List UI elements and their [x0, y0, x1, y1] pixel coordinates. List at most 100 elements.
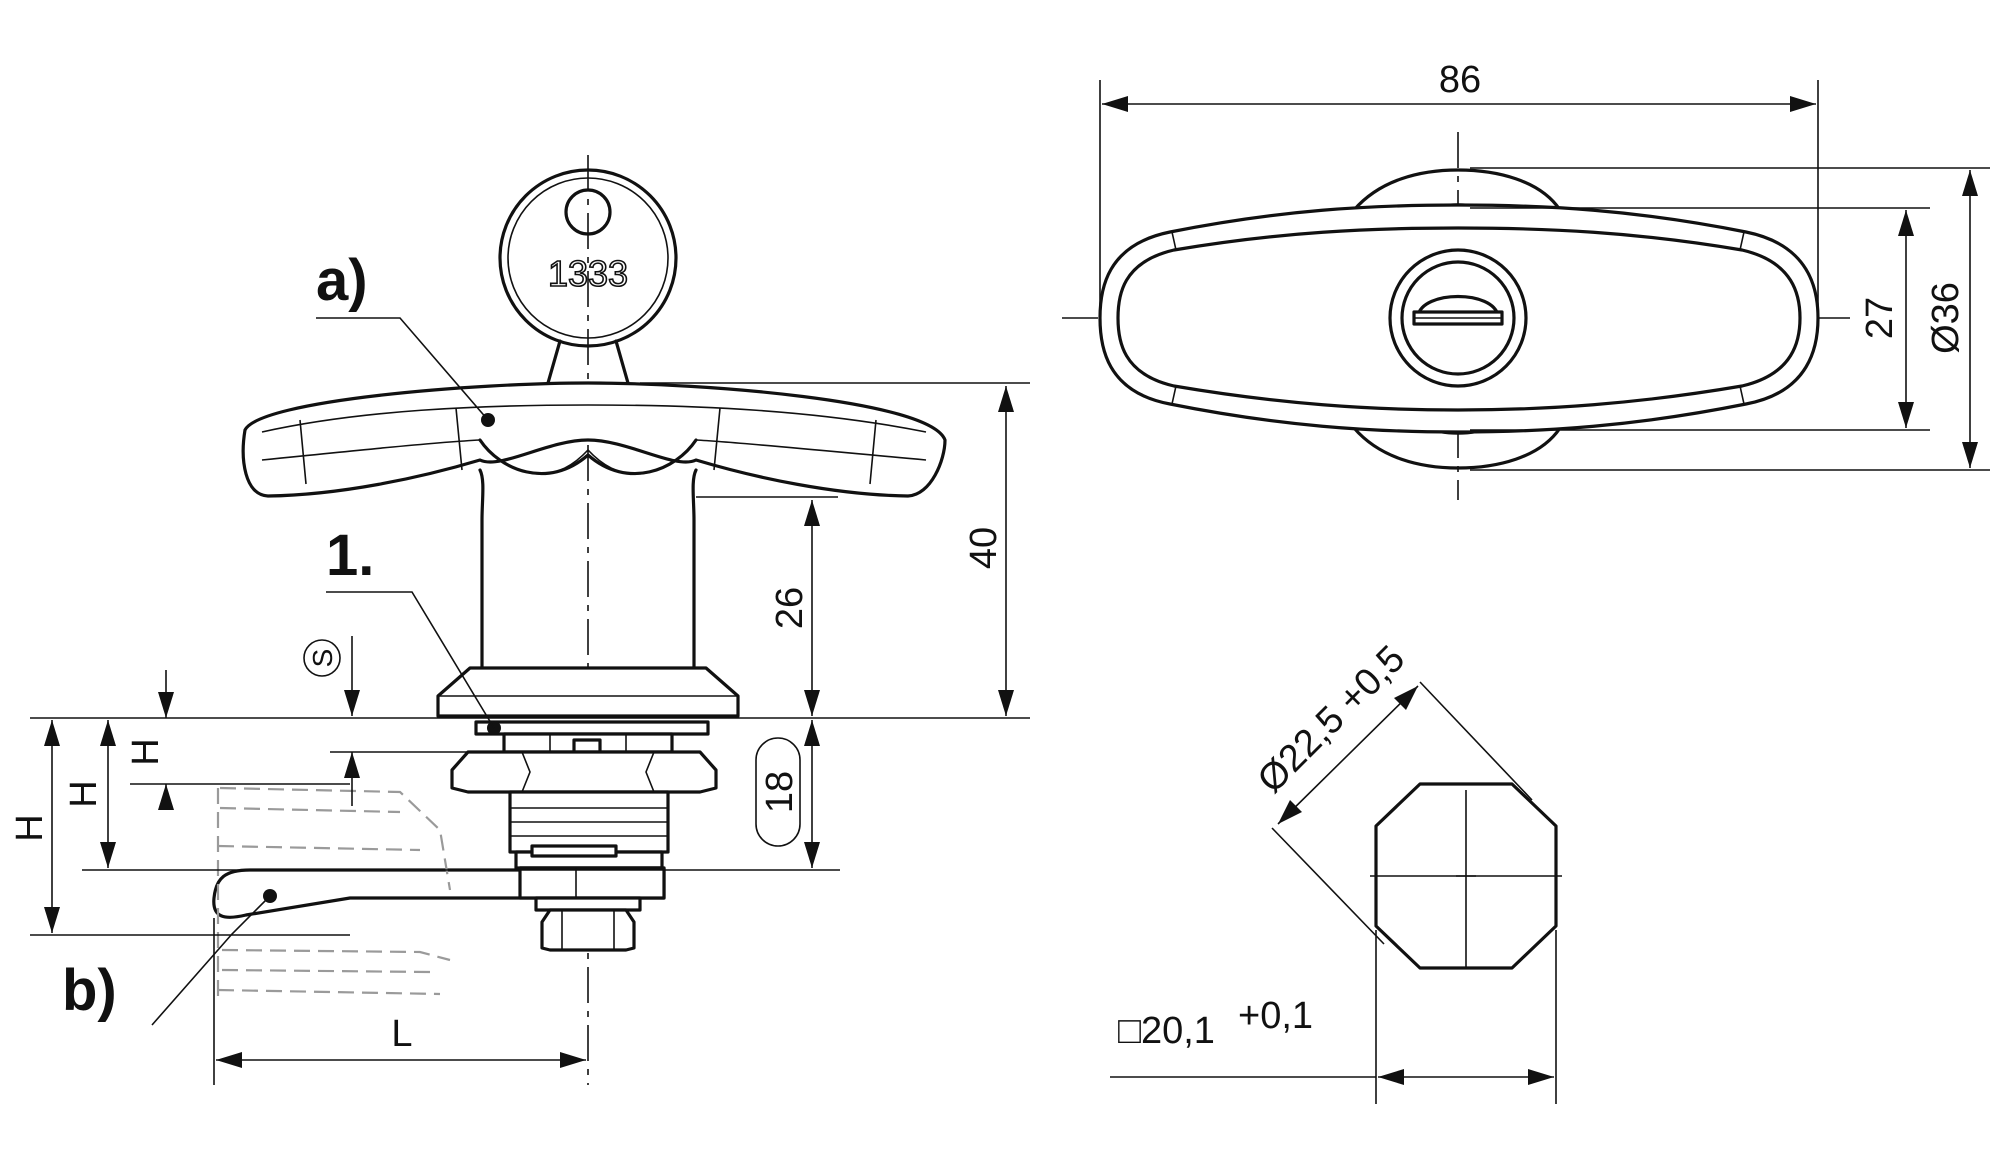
sq-text: □20,1: [1118, 1010, 1215, 1052]
label-1: 1.: [326, 523, 374, 588]
round-body-bottom: [1352, 426, 1562, 470]
bottom-washer: [534, 896, 642, 912]
sq-arrow-left: [1378, 1069, 1404, 1085]
s-mark-circle: [303, 639, 341, 677]
key-neck: [546, 339, 630, 385]
callout-a-leader: [316, 317, 489, 421]
dim40-arrow-bottom: [998, 690, 1014, 716]
dimension-s: S: [303, 636, 360, 806]
dim86-arrow-right: [1790, 96, 1816, 112]
hex-nut: [450, 750, 718, 794]
cutout-view: Ø22,5 +0,5 □20,1 +0,1: [1110, 638, 1562, 1104]
dim26-arrow-top: [804, 500, 820, 526]
hex-nut-faces: [521, 751, 655, 793]
d225-arrow-lower: [1278, 800, 1302, 824]
dim26-arrow-bottom: [804, 690, 820, 716]
lock-cylinder-inner: [1400, 260, 1516, 376]
handle-inner-edge-bottom: [261, 439, 927, 461]
dimension-40: 40: [640, 382, 1030, 716]
handle-grip: [241, 381, 947, 498]
callout-b-leader: [151, 895, 271, 1026]
label-a: a): [316, 248, 368, 313]
ghost-cam-lower: [217, 948, 451, 996]
h3-text: H: [9, 814, 51, 841]
L-arrow-left: [216, 1052, 242, 1068]
t-handle: [241, 381, 947, 670]
dim86-arrow-left: [1102, 96, 1128, 112]
dimension-36: Ø36: [1470, 167, 1990, 471]
dimension-22-5: Ø22,5 +0,5: [1250, 638, 1533, 945]
top-view: 86 27 Ø36: [1062, 59, 1990, 500]
handle-web-inner: [499, 448, 677, 475]
dimension-20-1: □20,1 +0,1: [1110, 930, 1557, 1104]
callouts: a) 1. b): [62, 248, 495, 1026]
dim27-text: 27: [1859, 297, 1901, 339]
h1-arrow-bottom: [158, 784, 174, 810]
dim36-arrow-bottom: [1962, 442, 1978, 468]
cam-lever: [212, 866, 666, 919]
dim36-arrow-top: [1962, 170, 1978, 196]
top-handle-inner: [1116, 226, 1802, 412]
cam-seat: [530, 844, 618, 858]
flange: [436, 666, 740, 718]
bottom-nut-faces: [561, 910, 615, 950]
callout-1-leader: [326, 591, 495, 729]
h3-arrow-bottom: [44, 907, 60, 933]
dim18-arrow-top: [804, 720, 820, 746]
sq-tol-text: +0,1: [1238, 995, 1313, 1037]
d225-text: Ø22,5 +0,5: [1250, 638, 1413, 801]
s-arrow-upper: [344, 690, 360, 716]
round-body-top: [1352, 168, 1562, 212]
dim40-arrow-top: [998, 386, 1014, 412]
bottom-nut: [534, 896, 642, 952]
key: 1333: [498, 168, 678, 385]
key-ring-inner: [507, 177, 669, 339]
dim26-text: 26: [769, 587, 811, 629]
h1-text: H: [125, 738, 167, 765]
dimension-h2: H: [63, 720, 116, 868]
key-ring-outer: [498, 168, 678, 348]
dim36-text: Ø36: [1925, 282, 1967, 354]
h2-arrow-bottom: [100, 842, 116, 868]
ghost-cam-upper: [217, 786, 452, 891]
top-handle-ridges: [1171, 231, 1745, 405]
d225-line: [1277, 685, 1419, 825]
d225-ext-upper: [1419, 681, 1533, 801]
dimension-27: 27: [1470, 207, 1930, 431]
ghost-positions: [216, 786, 452, 1000]
handle-grip-ridges: [299, 407, 877, 485]
label-b: b): [62, 958, 117, 1023]
L-arrow-right: [560, 1052, 586, 1068]
L-text: L: [391, 1013, 412, 1055]
side-view: 1333: [9, 155, 1030, 1085]
key-hole: [564, 188, 612, 236]
d225-ext-lower: [1271, 827, 1385, 945]
s-arrow-lower: [344, 752, 360, 778]
dimension-18: 18: [755, 720, 820, 868]
h3-arrow-top: [44, 720, 60, 746]
dim18-arrow-bottom: [804, 842, 820, 868]
d225-arrow-upper: [1394, 686, 1418, 710]
s-mark-text: S: [307, 649, 338, 668]
dim86-text: 86: [1439, 59, 1481, 101]
dimension-L: L: [213, 918, 586, 1085]
dimension-26: 26: [696, 496, 838, 716]
thread-lines: [510, 807, 668, 837]
h1-arrow-top: [158, 692, 174, 718]
washer-1: [474, 720, 710, 736]
dimension-h3: H: [9, 720, 60, 933]
dim27-arrow-top: [1898, 210, 1914, 236]
dim18-box: [755, 737, 801, 847]
key-number: 1333: [548, 253, 628, 294]
thread-tab: [572, 738, 602, 754]
handle-inner-edge-top: [261, 404, 927, 433]
dimension-h1: H: [125, 670, 174, 810]
cutout-shape: [1374, 782, 1558, 970]
dim40-text: 40: [963, 527, 1005, 569]
cam-hub-block: [518, 866, 666, 900]
dim18-text: 18: [759, 771, 801, 813]
h2-text: H: [63, 780, 105, 807]
keyway-arc: [1416, 294, 1500, 318]
handle-stem: [478, 468, 698, 670]
